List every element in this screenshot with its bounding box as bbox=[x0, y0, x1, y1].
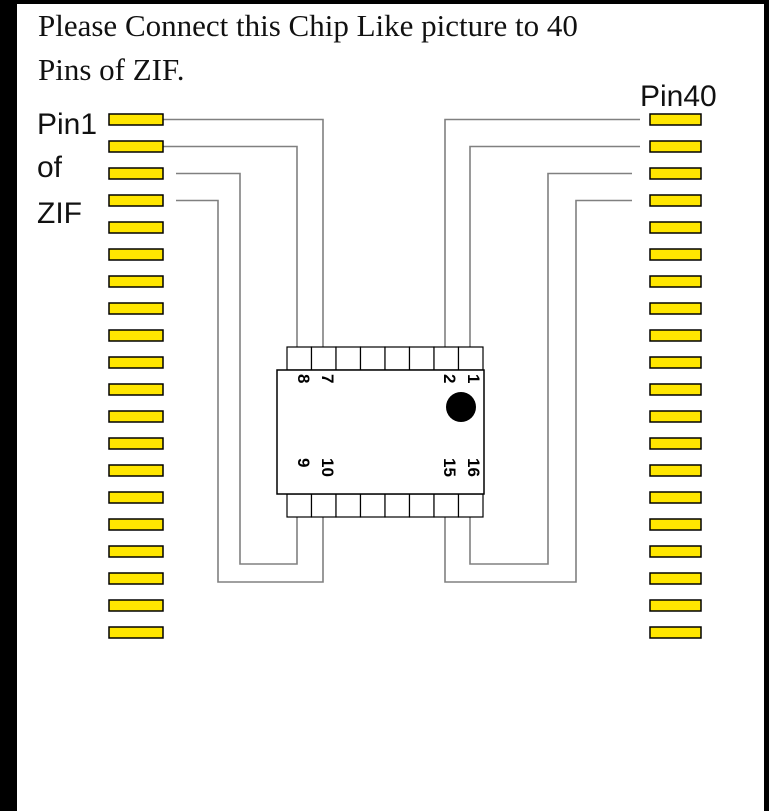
zif-pin-11 bbox=[108, 383, 164, 396]
chip-body bbox=[276, 369, 485, 495]
zif-pin-24 bbox=[649, 545, 702, 558]
zif-pin-6 bbox=[108, 248, 164, 261]
chip-bottom-leg bbox=[359, 493, 386, 518]
chip-pin-label-8: 8 bbox=[294, 374, 313, 383]
zif-pin-21 bbox=[649, 626, 702, 639]
zif-pin-33 bbox=[649, 302, 702, 315]
zif-pin-16 bbox=[108, 518, 164, 531]
chip-top-leg bbox=[408, 346, 435, 371]
wire-zif2-chip8 bbox=[163, 145, 298, 347]
zif-pin-12 bbox=[108, 410, 164, 423]
zif-pin-32 bbox=[649, 329, 702, 342]
zif-pin-27 bbox=[649, 464, 702, 477]
zif-pin-31 bbox=[649, 356, 702, 369]
zif-label: ZIF bbox=[37, 197, 82, 230]
zif-pin-40 bbox=[649, 113, 702, 126]
chip-bottom-leg bbox=[433, 493, 460, 518]
chip-pin-label-10: 10 bbox=[318, 458, 337, 477]
zif-pin-4 bbox=[108, 194, 164, 207]
chip-bottom-leg bbox=[384, 493, 411, 518]
chip-pin-label-16: 16 bbox=[464, 458, 483, 477]
zif-pin-23 bbox=[649, 572, 702, 585]
chip-top-leg bbox=[335, 346, 362, 371]
instruction-line-2: Pins of ZIF. bbox=[38, 52, 185, 87]
zif-pin-18 bbox=[108, 572, 164, 585]
zif-pin-5 bbox=[108, 221, 164, 234]
instruction-text: Please Connect this Chip Like picture to… bbox=[38, 4, 738, 92]
zif-pin-20 bbox=[108, 626, 164, 639]
zif-pin-30 bbox=[649, 383, 702, 396]
zif-pin-3 bbox=[108, 167, 164, 180]
zif-pin-35 bbox=[649, 248, 702, 261]
wire-zif40-chip2 bbox=[444, 118, 640, 347]
zif-pin-7 bbox=[108, 275, 164, 288]
zif-pin-38 bbox=[649, 167, 702, 180]
wire-zif38-chip16 bbox=[469, 172, 632, 565]
zif-pin-34 bbox=[649, 275, 702, 288]
zif-pin-14 bbox=[108, 464, 164, 477]
pin40-label: Pin40 bbox=[640, 80, 717, 113]
zif-pin-2 bbox=[108, 140, 164, 153]
zif-pin-28 bbox=[649, 437, 702, 450]
instruction-line-1: Please Connect this Chip Like picture to… bbox=[38, 8, 578, 43]
zif-pin-10 bbox=[108, 356, 164, 369]
wire-zif1-chip7 bbox=[163, 118, 324, 347]
wire-zif4-chip10 bbox=[176, 199, 324, 583]
wire-zif39-chip1 bbox=[469, 145, 640, 347]
zif-pin-39 bbox=[649, 140, 702, 153]
zif-pin-22 bbox=[649, 599, 702, 612]
zif-pin-36 bbox=[649, 221, 702, 234]
chip-bottom-leg bbox=[408, 493, 435, 518]
chip-pin-label-7: 7 bbox=[318, 374, 337, 383]
zif-pin-13 bbox=[108, 437, 164, 450]
chip-top-leg bbox=[433, 346, 460, 371]
chip-top-leg bbox=[286, 346, 313, 371]
zif-left-column bbox=[108, 113, 164, 639]
zif-pin-37 bbox=[649, 194, 702, 207]
chip-top-leg bbox=[457, 346, 484, 371]
chip-pin-label-2: 2 bbox=[440, 374, 459, 383]
wire-zif37-chip15 bbox=[444, 199, 632, 583]
chip-pin-label-9: 9 bbox=[294, 458, 313, 467]
chip-top-leg bbox=[359, 346, 386, 371]
zif-pin-26 bbox=[649, 491, 702, 504]
wire-group bbox=[163, 118, 640, 583]
pin1-marker-dot bbox=[446, 392, 476, 422]
zif-pin-15 bbox=[108, 491, 164, 504]
chip-pin-label-1: 1 bbox=[464, 374, 483, 383]
chip-bottom-leg bbox=[457, 493, 484, 518]
zif-pin-9 bbox=[108, 329, 164, 342]
of-label: of bbox=[37, 151, 63, 184]
chip-top-leg bbox=[310, 346, 337, 371]
chip-pin-label-15: 15 bbox=[440, 458, 459, 477]
chip-bottom-leg bbox=[286, 493, 313, 518]
zif-pin-8 bbox=[108, 302, 164, 315]
chip-top-leg bbox=[384, 346, 411, 371]
chip-bottom-leg bbox=[335, 493, 362, 518]
zif-pin-19 bbox=[108, 599, 164, 612]
zif-pin-1 bbox=[108, 113, 164, 126]
pin1-label: Pin1 bbox=[37, 108, 98, 141]
zif-pin-17 bbox=[108, 545, 164, 558]
wire-zif3-chip9 bbox=[176, 172, 298, 565]
zif-pin-29 bbox=[649, 410, 702, 423]
zif-pin-25 bbox=[649, 518, 702, 531]
chip-bottom-leg bbox=[310, 493, 337, 518]
zif-right-column bbox=[649, 113, 702, 639]
